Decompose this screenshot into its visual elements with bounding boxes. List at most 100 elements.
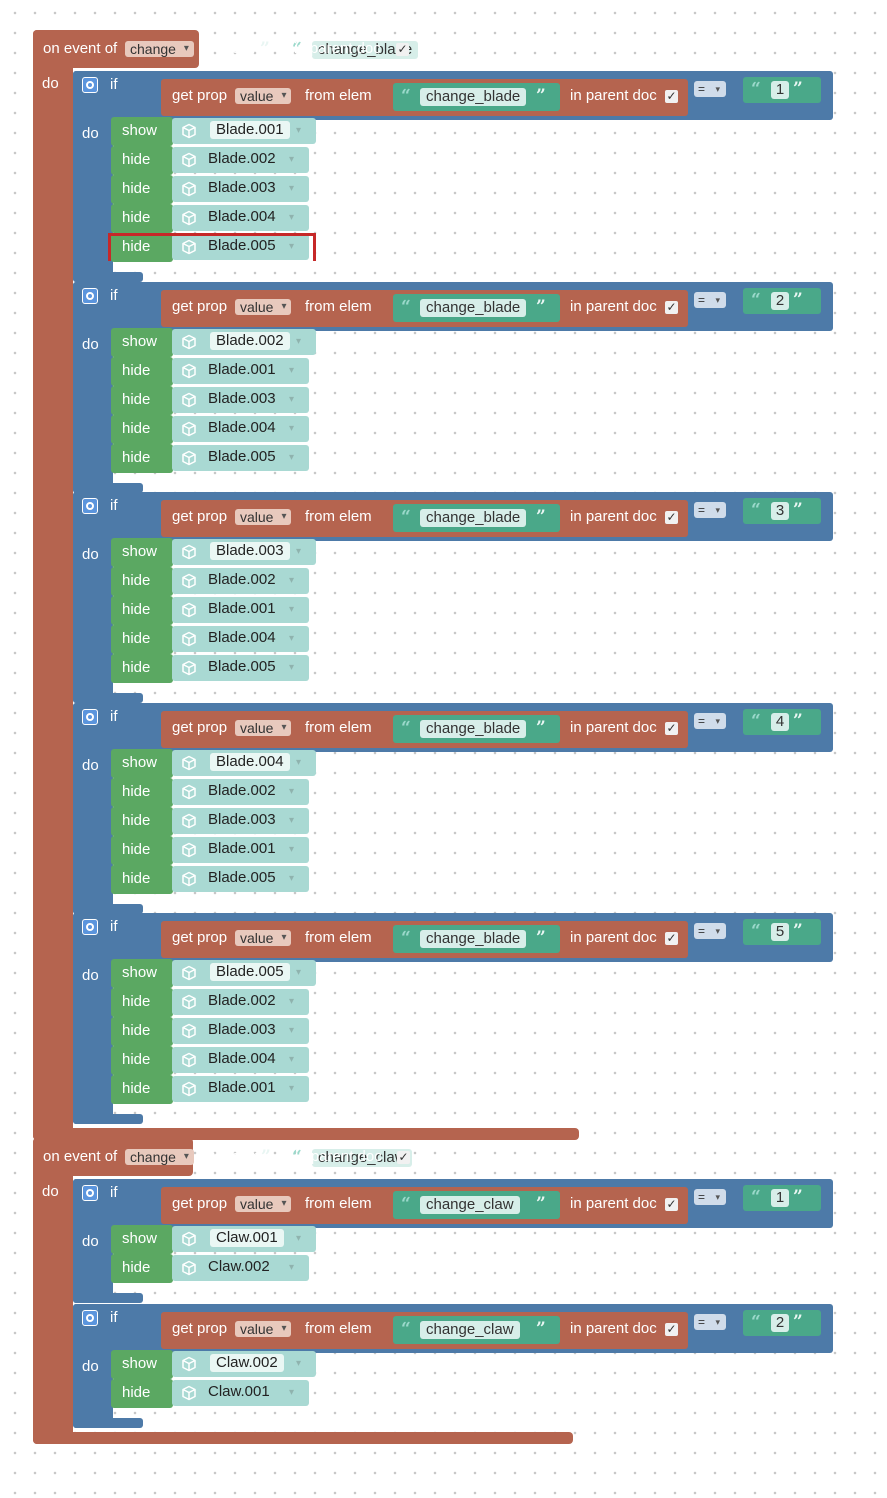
object-dropdown-icon[interactable]: ▾ [289,574,295,586]
object-name-field[interactable]: Blade.001 [202,599,282,618]
object-dropdown-icon[interactable]: ▾ [289,364,295,376]
hide-action-block[interactable] [111,1378,173,1408]
object-name-field[interactable]: Blade.002 [210,332,290,350]
gear-icon[interactable] [82,1185,98,1201]
show-action-block[interactable] [111,1225,173,1254]
compare-operator-dropdown[interactable]: = [694,1314,726,1330]
compare-value-field[interactable]: 1 [771,1189,789,1207]
checkmark-icon[interactable]: ✓ [665,1197,678,1211]
gear-icon[interactable] [82,288,98,304]
object-dropdown-icon[interactable]: ▾ [289,661,295,673]
compare-value-field[interactable]: 2 [771,292,789,310]
object-dropdown-icon[interactable]: ▾ [289,872,295,884]
checkmark-icon[interactable]: ✓ [665,1322,678,1336]
object-name-field[interactable]: Blade.004 [202,628,282,647]
gear-icon[interactable] [82,498,98,514]
object-dropdown-icon[interactable]: ▾ [289,240,295,252]
property-dropdown[interactable]: value [235,720,292,736]
condition-element-name-field[interactable]: change_blade [420,88,527,106]
object-dropdown-icon[interactable]: ▾ [289,451,295,463]
compare-value-field[interactable]: 2 [771,1314,789,1332]
object-name-field[interactable]: Claw.002 [210,1354,284,1372]
condition-element-name-field[interactable]: change_claw [420,1321,520,1339]
show-action-block[interactable] [111,328,173,357]
property-dropdown[interactable]: value [235,88,292,104]
hide-action-block[interactable] [111,1074,173,1104]
object-name-field[interactable]: Blade.002 [202,781,282,800]
condition-element-name-field[interactable]: change_blade [420,930,527,948]
hide-action-block[interactable] [111,1016,173,1046]
property-dropdown[interactable]: value [235,1321,292,1337]
element-name-field[interactable]: change_blade [312,41,419,59]
object-dropdown-icon[interactable]: ▾ [289,153,295,165]
object-dropdown-icon[interactable]: ▾ [289,785,295,797]
condition-element-name-field[interactable]: change_blade [420,720,527,738]
object-name-field[interactable]: Claw.001 [210,1229,284,1247]
checkmark-icon[interactable]: ✓ [396,42,409,56]
object-name-field[interactable]: Blade.003 [202,810,282,829]
object-name-field[interactable]: Blade.001 [210,121,290,139]
object-name-field[interactable]: Blade.005 [202,447,282,466]
object-dropdown-icon[interactable]: ▾ [289,393,295,405]
object-dropdown-icon[interactable]: ▾ [296,1358,302,1369]
object-name-field[interactable]: Blade.005 [202,236,282,255]
object-name-field[interactable]: Claw.001 [202,1382,276,1401]
object-dropdown-icon[interactable]: ▾ [296,546,302,557]
condition-element-name-field[interactable]: change_blade [420,509,527,527]
show-action-block[interactable] [111,117,173,146]
checkmark-icon[interactable]: ✓ [665,300,678,314]
object-name-field[interactable]: Blade.005 [202,868,282,887]
compare-value-field[interactable]: 1 [771,81,789,99]
show-action-block[interactable] [111,1350,173,1379]
hide-action-block[interactable] [111,1045,173,1075]
object-name-field[interactable]: Blade.005 [202,657,282,676]
object-dropdown-icon[interactable]: ▾ [289,603,295,615]
object-name-field[interactable]: Blade.001 [202,360,282,379]
object-dropdown-icon[interactable]: ▾ [289,1082,295,1094]
object-dropdown-icon[interactable]: ▾ [289,843,295,855]
object-dropdown-icon[interactable]: ▾ [289,814,295,826]
compare-value-field[interactable]: 4 [771,713,789,731]
object-name-field[interactable]: Blade.002 [202,570,282,589]
hide-action-block[interactable] [111,145,173,175]
property-dropdown[interactable]: value [235,509,292,525]
object-dropdown-icon[interactable]: ▾ [289,1024,295,1036]
checkmark-icon[interactable]: ✓ [397,1150,410,1164]
show-action-block[interactable] [111,749,173,778]
compare-operator-dropdown[interactable]: = [694,81,726,97]
object-dropdown-icon[interactable]: ▾ [289,1053,295,1065]
object-name-field[interactable]: Blade.002 [202,991,282,1010]
checkmark-icon[interactable]: ✓ [665,89,678,103]
show-action-block[interactable] [111,538,173,567]
gear-icon[interactable] [82,1310,98,1326]
object-name-field[interactable]: Blade.001 [202,839,282,858]
element-name-field[interactable]: change_claw [312,1149,412,1167]
gear-icon[interactable] [82,709,98,725]
hide-action-block[interactable] [111,566,173,596]
object-dropdown-icon[interactable]: ▾ [289,632,295,644]
property-dropdown[interactable]: value [235,1196,292,1212]
hide-action-block[interactable] [111,806,173,836]
checkmark-icon[interactable]: ✓ [665,510,678,524]
object-dropdown-icon[interactable]: ▾ [289,422,295,434]
object-name-field[interactable]: Blade.004 [202,1049,282,1068]
compare-value-field[interactable]: 3 [771,502,789,520]
object-dropdown-icon[interactable]: ▾ [289,211,295,223]
object-name-field[interactable]: Blade.003 [202,1020,282,1039]
object-dropdown-icon[interactable]: ▾ [289,995,295,1007]
condition-element-name-field[interactable]: change_claw [420,1196,520,1214]
hide-action-block[interactable] [111,624,173,654]
object-dropdown-icon[interactable]: ▾ [296,125,302,136]
hide-action-block[interactable] [111,385,173,415]
object-dropdown-icon[interactable]: ▾ [289,182,295,194]
object-name-field[interactable]: Blade.001 [202,1078,282,1097]
hide-action-block[interactable] [111,443,173,473]
object-dropdown-icon[interactable]: ▾ [296,967,302,978]
hide-action-block[interactable] [111,232,173,262]
object-name-field[interactable]: Blade.004 [202,418,282,437]
object-name-field[interactable]: Blade.003 [202,389,282,408]
compare-operator-dropdown[interactable]: = [694,713,726,729]
gear-icon[interactable] [82,919,98,935]
compare-operator-dropdown[interactable]: = [694,923,726,939]
object-dropdown-icon[interactable]: ▾ [296,757,302,768]
